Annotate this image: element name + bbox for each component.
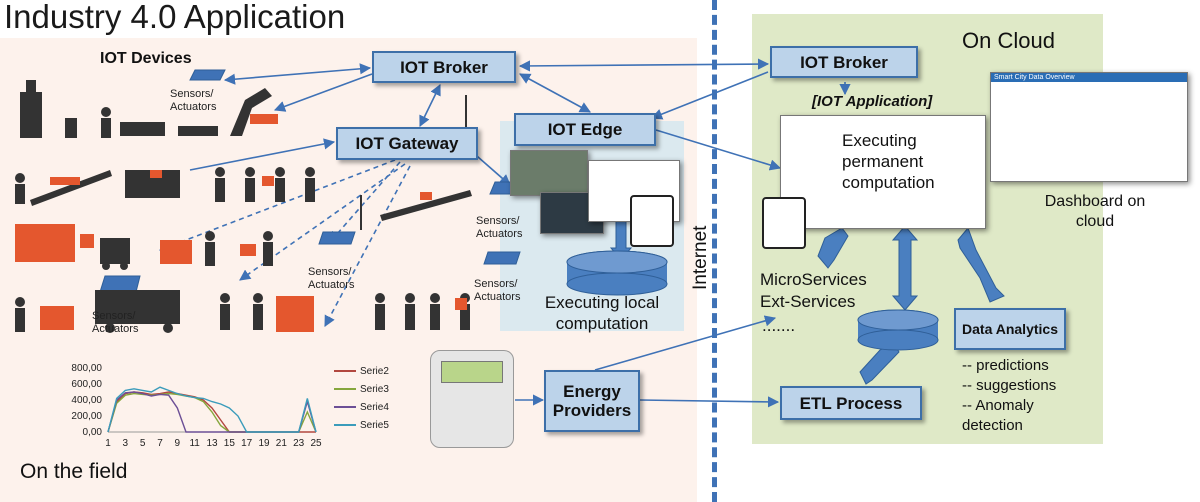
cloud-database <box>857 309 939 351</box>
legend-label: Serie4 <box>360 402 389 413</box>
arrow-cloudbroker-edge <box>650 71 769 120</box>
executing-permanent-label: Executing permanent computation <box>842 131 935 192</box>
iot-broker-cloud-box: IOT Broker <box>770 46 918 78</box>
x-tick-label: 13 <box>206 438 218 449</box>
arrow-conveyor-gateway <box>189 138 336 171</box>
x-tick-label: 19 <box>258 438 270 449</box>
certificate-icon <box>630 195 674 247</box>
sensor-glyph-4 <box>318 231 356 245</box>
x-tick-label: 25 <box>310 438 322 449</box>
y-tick-label: 800,00 <box>71 363 102 374</box>
dashed-gateway-truck <box>239 163 406 281</box>
x-tick-label: 17 <box>241 438 253 449</box>
dashed-gateway-forklift <box>158 159 396 252</box>
legend-label: Serie3 <box>360 384 389 395</box>
x-tick-label: 21 <box>276 438 288 449</box>
energy-providers-box: Energy Providers <box>544 370 640 432</box>
sensors-actuators-label-5: Sensors/ Actuators <box>92 310 139 335</box>
series-line-serie3 <box>107 392 317 433</box>
ext-services-label: Ext-Services <box>760 292 856 311</box>
arrow-devices-broker <box>223 63 372 85</box>
microservices-label: MicroServices <box>760 270 867 289</box>
arrow-edge-app <box>655 129 782 171</box>
y-tick-label: 0,00 <box>83 427 103 438</box>
data-analytics-box: Data Analytics <box>954 308 1066 350</box>
legend-swatch <box>334 370 356 373</box>
dashboard-title: Smart City Data Overview <box>991 73 1187 82</box>
legend-item: Serie3 <box>334 384 389 395</box>
sensors-actuators-label-4: Sensors/ Actuators <box>308 266 355 291</box>
iot-application-label: [IOT Application] <box>812 93 933 110</box>
legend-item: Serie4 <box>334 402 389 413</box>
legend-swatch <box>334 388 356 391</box>
iot-devices-label: IOT Devices <box>100 50 192 67</box>
arrow-energy-micro <box>594 315 777 371</box>
analytics-item: -- suggestions <box>962 377 1057 394</box>
block-arrow-app-db <box>891 225 919 311</box>
crate-glyphs <box>15 114 467 332</box>
cloud-certificate-icon <box>762 197 806 249</box>
y-tick-label: 400,00 <box>71 395 102 406</box>
legend-swatch <box>334 424 356 427</box>
ellipsis-label: ....... <box>762 316 796 335</box>
arrow-broker-gateway <box>419 83 441 128</box>
arrow-robot-broker <box>273 73 373 112</box>
legend-label: Serie5 <box>360 420 389 431</box>
iot-edge-box: IOT Edge <box>514 113 656 146</box>
sensor-glyph-3 <box>483 251 521 265</box>
sensors-actuators-label-3: Sensors/ Actuators <box>474 278 521 303</box>
x-tick-label: 15 <box>224 438 236 449</box>
x-tick-label: 5 <box>140 438 146 449</box>
analytics-item: -- predictions <box>962 357 1049 374</box>
dashboard-on-cloud-label: Dashboard on cloud <box>1044 193 1146 230</box>
analytics-list: -- predictions -- suggestions -- Anomaly… <box>962 356 1082 436</box>
dashed-gateway-crate <box>324 165 411 327</box>
legend-label: Serie2 <box>360 366 389 377</box>
y-tick-label: 200,00 <box>71 411 102 422</box>
x-tick-label: 11 <box>189 438 200 449</box>
series-line-serie5 <box>107 386 317 433</box>
arrow-energy-etl <box>639 396 780 408</box>
y-tick-label: 600,00 <box>71 379 102 390</box>
executing-local-label: Executing local computation <box>544 293 660 333</box>
block-arrow-app-analytics <box>957 227 1005 303</box>
sensors-actuators-label-1: Sensors/ Actuators <box>170 88 217 113</box>
iot-broker-field-box: IOT Broker <box>372 51 516 83</box>
legend-item: Serie5 <box>334 420 389 431</box>
x-tick-label: 1 <box>105 438 111 449</box>
iot-gateway-box: IOT Gateway <box>336 127 478 160</box>
gas-meter-display <box>441 361 503 383</box>
sensors-actuators-label-2: Sensors/ Actuators <box>476 215 523 240</box>
sensor-glyph-1 <box>189 69 226 81</box>
gas-meter-image <box>430 350 514 448</box>
analytics-item: -- Anomaly detection <box>962 397 1034 434</box>
on-cloud-label: On Cloud <box>962 28 1055 53</box>
local-database <box>566 250 668 296</box>
arrow-broker-broker <box>518 58 770 72</box>
page-title: Industry 4.0 Application <box>4 0 346 35</box>
legend-swatch <box>334 406 356 409</box>
x-tick-label: 3 <box>123 438 129 449</box>
legend-item: Serie2 <box>334 366 389 377</box>
internet-divider <box>712 0 717 502</box>
on-the-field-label: On the field <box>20 460 128 483</box>
iot-application-screen <box>780 115 986 229</box>
arrow-broker-edge <box>519 73 591 113</box>
etl-process-box: ETL Process <box>780 386 922 420</box>
x-tick-label: 7 <box>157 438 163 449</box>
x-tick-label: 23 <box>293 438 305 449</box>
x-tick-label: 9 <box>175 438 181 449</box>
dashboard-screen: Smart City Data Overview <box>990 72 1188 182</box>
